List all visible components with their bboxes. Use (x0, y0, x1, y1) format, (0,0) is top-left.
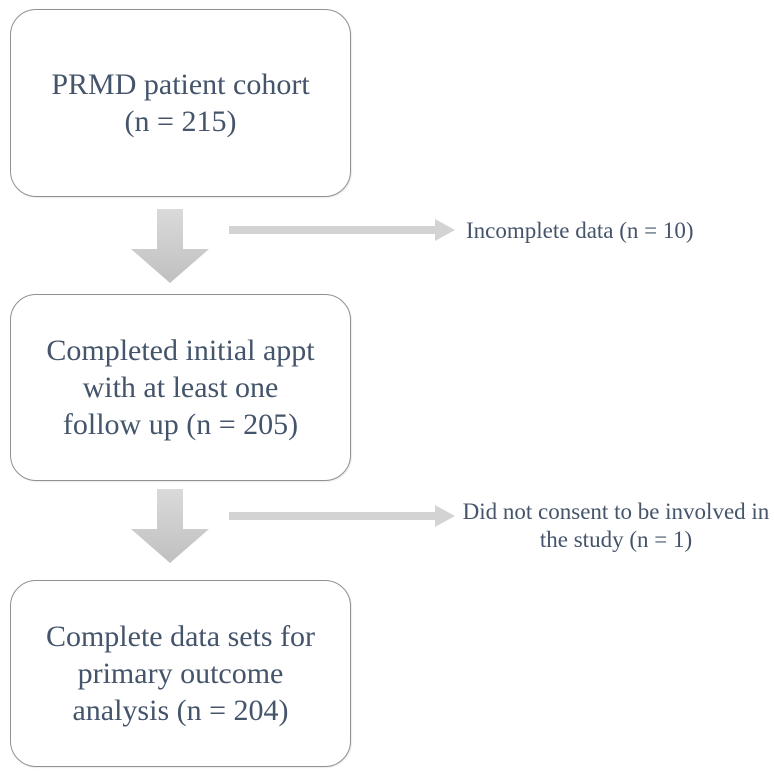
node-prmd-cohort: PRMD patient cohort (n = 215) (10, 9, 351, 197)
node-text-line: with at least one (82, 371, 279, 404)
exclusion-text-line: Incomplete data (n = 10) (466, 218, 694, 243)
down-arrow-icon (131, 209, 209, 283)
node-complete-datasets: Complete data sets for primary outcome a… (10, 580, 351, 767)
right-arrow-icon (229, 505, 455, 527)
exclusion-incomplete-data: Incomplete data (n = 10) (466, 217, 694, 245)
node-text-line: Completed initial appt (46, 334, 315, 367)
node-text-line: analysis (n = 204) (72, 694, 289, 727)
right-arrow-icon (229, 219, 455, 241)
node-completed-initial-text: Completed initial appt with at least one… (46, 332, 314, 443)
down-arrow-icon (131, 489, 209, 563)
node-complete-datasets-text: Complete data sets for primary outcome a… (46, 618, 315, 729)
node-text-line: PRMD patient cohort (51, 68, 310, 101)
node-text-line: primary outcome (77, 657, 284, 690)
node-completed-initial: Completed initial appt with at least one… (10, 294, 351, 481)
exclusion-text-line: Did not consent to be involved (462, 499, 746, 524)
node-text-line: (n = 215) (124, 105, 237, 138)
exclusion-no-consent: Did not consent to be involved in the st… (458, 498, 774, 554)
exclusion-text-line: in the study (n = 1) (539, 499, 770, 552)
node-text-line: follow up (n = 205) (62, 408, 299, 441)
node-prmd-cohort-text: PRMD patient cohort (n = 215) (51, 66, 309, 140)
node-text-line: Complete data sets for (45, 620, 316, 653)
